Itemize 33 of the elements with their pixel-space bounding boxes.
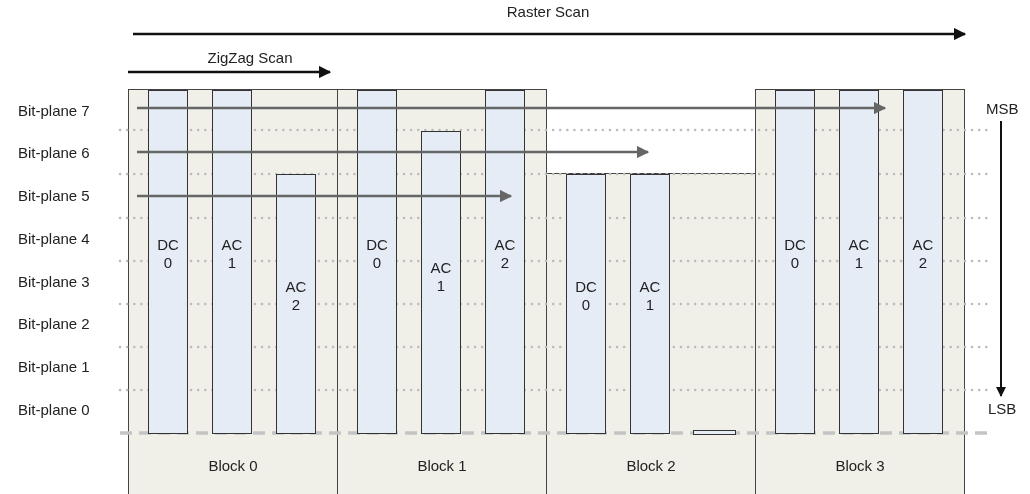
scan-label: Raster Scan — [506, 3, 590, 20]
block-panel — [755, 89, 965, 494]
block-panel — [546, 173, 756, 494]
coefficient-bar: AC 2 — [903, 90, 943, 434]
empty-bar — [693, 430, 736, 435]
coefficient-bar: AC 2 — [276, 174, 316, 434]
coefficient-bar: DC 0 — [148, 90, 188, 434]
bit-plane-label: Bit-plane 6 — [18, 144, 90, 161]
block-panel — [337, 89, 547, 494]
bit-plane-label: Bit-plane 0 — [18, 401, 90, 418]
coefficient-bar: DC 0 — [775, 90, 815, 434]
bit-plane-label: Bit-plane 5 — [18, 187, 90, 204]
significance-label: MSB — [986, 100, 1019, 117]
coefficient-bar: AC 1 — [630, 174, 670, 434]
bit-plane-label: Bit-plane 1 — [18, 358, 90, 375]
block-label: Block 2 — [626, 457, 676, 474]
significance-label: LSB — [988, 400, 1017, 417]
arrow — [996, 120, 1006, 397]
coefficient-bar: DC 0 — [357, 90, 397, 434]
scan-label: ZigZag Scan — [207, 49, 293, 66]
bit-plane-label: Bit-plane 3 — [18, 273, 90, 290]
block-label: Block 0 — [208, 457, 258, 474]
coefficient-bar: AC 2 — [485, 90, 525, 434]
bit-plane-label: Bit-plane 4 — [18, 230, 90, 247]
coefficient-bar: AC 1 — [421, 131, 461, 434]
block-label: Block 1 — [417, 457, 467, 474]
coefficient-bar: DC 0 — [566, 174, 606, 434]
bit-plane-label: Bit-plane 7 — [18, 102, 90, 119]
coefficient-bar: AC 1 — [839, 90, 879, 434]
block-label: Block 3 — [835, 457, 885, 474]
block-panel — [128, 89, 338, 494]
coefficient-bar: AC 1 — [212, 90, 252, 434]
bit-plane-label: Bit-plane 2 — [18, 315, 90, 332]
